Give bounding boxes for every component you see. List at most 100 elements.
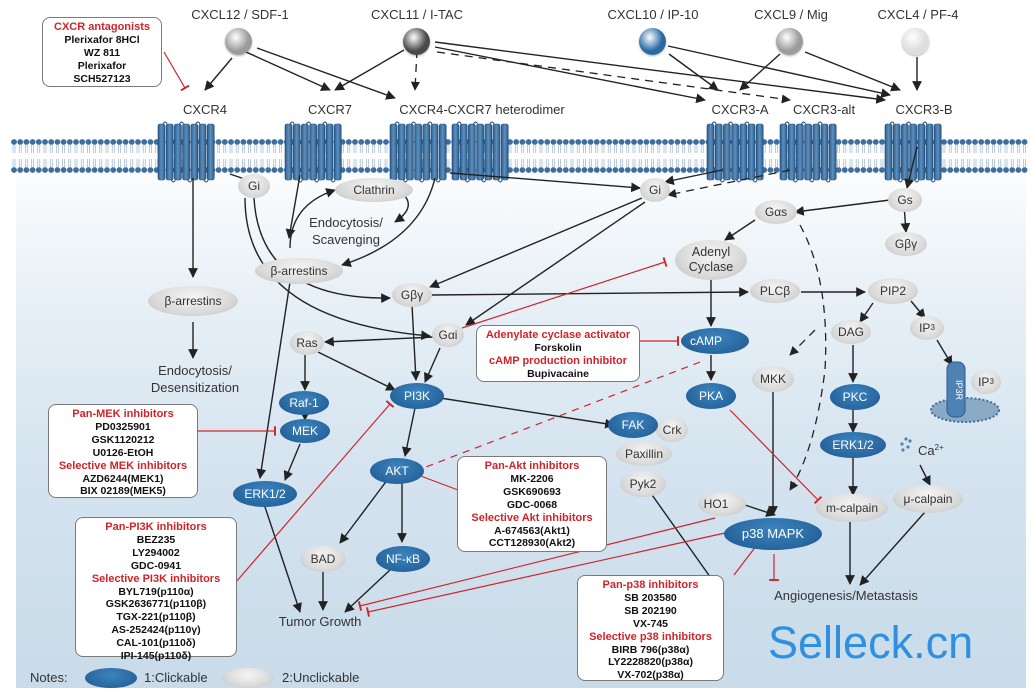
edge-gai-pi3k <box>424 347 441 383</box>
mek-inhibitor-item: GSK1120212 <box>91 433 155 446</box>
edge-cxcl11-cxcr7 <box>334 49 405 91</box>
node-pi3k[interactable]: PI3K <box>390 383 444 409</box>
edge-hetero-barrestin <box>341 177 436 267</box>
akt-inhibitor-item: A-674563(Akt1) <box>494 524 570 537</box>
node-clathrin: Clathrin <box>335 178 413 202</box>
node-erk-left[interactable]: ERK1/2 <box>233 481 297 507</box>
node-nfkb[interactable]: NF-κB <box>376 546 430 572</box>
mek-inhibitor-heading: Pan-MEK inhibitors <box>72 408 174 420</box>
node-camp[interactable]: cAMP <box>681 328 749 354</box>
inhibit-akt-pka-dashed <box>415 361 701 475</box>
edge-cxcl11-hetero <box>410 49 420 91</box>
node-ras: Ras <box>290 331 324 355</box>
edge-gi-gbg <box>253 197 391 304</box>
edge-pip2-ip3 <box>910 300 926 319</box>
cxcr-antagonists-box: CXCR antagonists Plerixafor 8HCl WZ 811 … <box>42 17 162 87</box>
calcium-dots <box>900 437 912 452</box>
ip3-subscript: 3 <box>930 323 935 332</box>
node-mek[interactable]: MEK <box>280 419 330 443</box>
calcium-superscript: 2+ <box>934 443 944 452</box>
node-m-calpain: m-calpain <box>816 494 888 522</box>
node-pkc[interactable]: PKC <box>830 384 880 410</box>
receptor-cxcr3a: CXCR3-A <box>711 102 769 117</box>
edge-ras-pi3k <box>317 351 396 391</box>
edge-gs-gas <box>794 199 891 216</box>
node-raf1[interactable]: Raf-1 <box>279 391 329 415</box>
adenylate-inhibitor-item: Forskolin <box>534 341 582 354</box>
edge-cxcl11-cxcr3b <box>434 41 886 104</box>
node-crk: Crk <box>656 418 688 442</box>
receptor-cxcr7: CXCR7 <box>307 102 353 117</box>
receptor-cxcr4: CXCR4 <box>182 102 228 117</box>
node-gbg-mid: Gβγ <box>392 283 432 307</box>
receptor-cxcr3b: CXCR3-B <box>895 102 953 117</box>
inhibition-edges <box>163 51 823 617</box>
node-bad: BAD <box>300 546 346 572</box>
node-pka[interactable]: PKA <box>686 383 736 409</box>
p38-inhibitor-item: LY2228820(p38α) <box>608 656 693 669</box>
node-mu-calpain: μ-calpain <box>893 485 963 513</box>
edge-cxcr3a-gi <box>664 169 723 185</box>
edge-nfkb-tumor <box>344 569 391 613</box>
edge-cxcl9-cxcr3b <box>804 51 901 92</box>
notes-label: Notes: <box>30 670 68 685</box>
legend-clickable-label: 1:Clickable <box>144 670 208 685</box>
node-b-arrestins-mid: β-arrestins <box>255 258 343 284</box>
mek-inhibitor-item: BIX 02189(MEK5) <box>80 485 166 498</box>
edge-cxcl10-cxcr3b <box>667 45 891 98</box>
pi3k-inhibitor-heading: Selective PI3K inhibitors <box>91 572 221 585</box>
node-pyk2: Pyk2 <box>620 471 666 497</box>
activation-edges <box>188 41 953 613</box>
ligand-cxcl11 <box>403 28 430 55</box>
edge-cxcl11-cxcr3a <box>434 46 706 104</box>
mek-inhibitor-item: PD0325901 <box>95 420 151 433</box>
edge-erk-tumor <box>263 503 302 613</box>
legend-clickable-swatch <box>85 668 137 688</box>
akt-inhibitor-item: GSK690693 <box>503 485 561 498</box>
label-calcium: Ca2+ <box>904 440 944 458</box>
edge-gbg-plcb <box>431 287 749 297</box>
pi3k-inhibitor-item: LY294002 <box>132 546 180 559</box>
pi3k-inhibitor-item: BEZ235 <box>136 533 176 546</box>
edge-cxcl12-cxcr4 <box>204 57 233 91</box>
inhibit-cxcr4 <box>163 51 190 92</box>
node-fak[interactable]: FAK <box>608 412 658 438</box>
label-angiogenesis-metastasis: Angiogenesis/Metastasis <box>774 588 918 603</box>
node-paxillin: Paxillin <box>616 442 672 466</box>
pi3k-inhibitor-item: IPI-145(p110δ) <box>120 650 192 663</box>
node-gai: Gαi <box>432 323 464 347</box>
edge-gai-ras <box>324 336 435 347</box>
node-akt[interactable]: AKT <box>370 458 424 484</box>
akt-inhibitor-item: CCT128930(Akt2) <box>488 537 576 550</box>
label-endocytosis-scavenging: Endocytosis/ Scavenging <box>309 215 383 247</box>
node-p38-mapk[interactable]: p38 MAPK <box>724 518 822 550</box>
adenylate-inhibitor-heading: cAMP production inhibitor <box>489 354 627 367</box>
akt-inhibitor-heading: Pan-Akt inhibitors <box>484 460 580 472</box>
akt-inhibitor-item: GDC-0068 <box>506 498 558 511</box>
p38-inhibitor-item: VX-702(p38α) <box>617 669 684 682</box>
watermark: Selleck.cn <box>768 617 974 668</box>
pi3k-inhibitor-item: AS-252424(p110γ) <box>111 624 201 637</box>
edge-barrestin-clathrin <box>289 188 336 249</box>
p38-inhibitor-item: BIRB 796(p38α) <box>611 643 690 656</box>
edge-mucalpain-angio <box>859 511 926 586</box>
akt-inhibitor-item: MK-2206 <box>510 472 554 485</box>
node-erk-right[interactable]: ERK1/2 <box>820 432 886 458</box>
adenylate-inhibitor-heading: Adenylate cyclase activator <box>485 329 631 341</box>
pi3k-inhibitor-item: BYL719(p110α) <box>118 585 194 598</box>
calcium-label: Ca <box>918 443 935 459</box>
edge-cxcr3b-gs <box>904 146 918 189</box>
node-adenyl-cyclase: Adenyl Cyclase <box>675 240 747 280</box>
dashed-edges <box>410 49 827 491</box>
pi3k-inhibitor-heading: Pan-PI3K inhibitors <box>105 521 207 533</box>
p38-inhibitor-item: SB 202190 <box>624 604 677 617</box>
inhibit-mcalpain <box>729 409 823 505</box>
node-gs: Gs <box>888 188 922 212</box>
edge-cxcl12-cxcr7 <box>245 51 331 91</box>
